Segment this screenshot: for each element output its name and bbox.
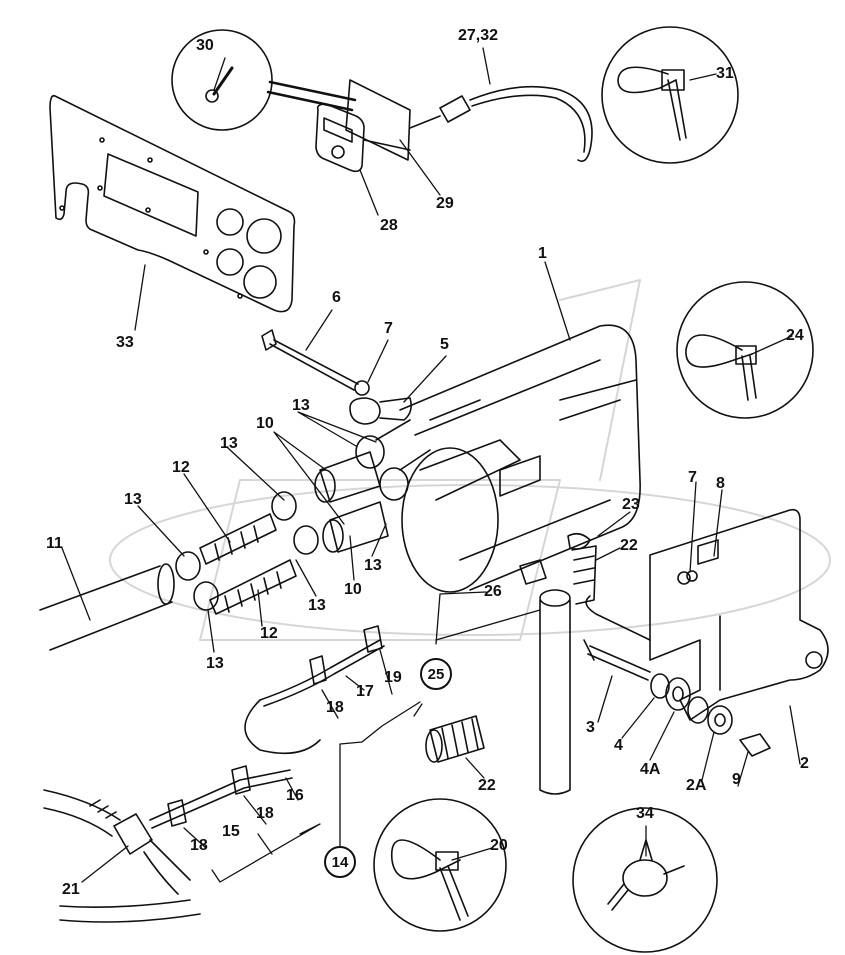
callout-10-lower: 10 [344, 581, 362, 598]
callout-27-32: 27,32 [458, 27, 499, 44]
heater-body [399, 324, 641, 593]
callout-4A: 4A [640, 761, 661, 778]
callout-8: 8 [716, 475, 725, 492]
callout-28: 28 [380, 217, 398, 234]
mounting-plate [49, 94, 296, 313]
fuel-fitting [43, 789, 201, 923]
callout-7-bracket: 7 [688, 469, 697, 486]
fuel-line-lower [149, 765, 293, 829]
callout-31: 31 [716, 65, 734, 82]
callout-15: 15 [222, 823, 240, 840]
valve-inset-34 [572, 807, 718, 953]
callout-3: 3 [586, 719, 595, 736]
callout-18-c: 18 [190, 837, 208, 854]
callout-29: 29 [436, 195, 454, 212]
screw-inset [171, 29, 357, 131]
hose-connectors [271, 419, 431, 555]
callout-34: 34 [636, 805, 654, 822]
callout-30: 30 [196, 37, 214, 54]
callout-2: 2 [800, 755, 809, 772]
callout-22-lower: 22 [478, 777, 496, 794]
fuel-line-upper [244, 625, 385, 755]
callout-23: 23 [622, 496, 640, 513]
callout-33: 33 [116, 334, 134, 351]
callout-7-upper: 7 [384, 320, 393, 337]
callout-2A: 2A [686, 777, 707, 794]
main-hose [39, 563, 175, 651]
callout-12-lower: 12 [260, 625, 278, 642]
leader-lines [61, 47, 801, 883]
callout-9: 9 [732, 771, 741, 788]
callout-13-c: 13 [124, 491, 142, 508]
cable-tie-inset-20 [373, 798, 507, 932]
callout-13-f: 13 [206, 655, 224, 672]
callout-18-a: 18 [326, 699, 344, 716]
callout-4: 4 [614, 737, 623, 754]
callout-25: 25 [420, 658, 452, 690]
callout-13-a: 13 [292, 397, 310, 414]
callout-26: 26 [484, 583, 502, 600]
callout-13-b: 13 [220, 435, 238, 452]
callout-16: 16 [286, 787, 304, 804]
callout-22-upper: 22 [620, 537, 638, 554]
callout-10-upper: 10 [256, 415, 274, 432]
bolt-and-clamp [261, 329, 412, 425]
cable-tie-inset-31 [601, 26, 739, 164]
callout-18-b: 18 [256, 805, 274, 822]
callout-11: 11 [46, 535, 63, 552]
timer-controller [315, 79, 411, 173]
callout-21: 21 [62, 881, 80, 898]
watermark [109, 279, 831, 641]
callout-19: 19 [384, 669, 402, 686]
callout-24: 24 [786, 327, 804, 344]
exhaust-parts [425, 532, 597, 795]
corrugated-fittings [175, 513, 297, 615]
callout-13-d: 13 [364, 557, 382, 574]
mounting-bracket [585, 508, 829, 721]
callout-1: 1 [538, 245, 547, 262]
callout-14: 14 [324, 846, 356, 878]
callout-5: 5 [440, 336, 449, 353]
callout-13-e: 13 [308, 597, 326, 614]
callout-17: 17 [356, 683, 374, 700]
wiring-harness [409, 85, 593, 163]
callout-12-upper: 12 [172, 459, 190, 476]
cable-tie-inset-24 [676, 281, 814, 419]
callout-6: 6 [332, 289, 341, 306]
callout-20: 20 [490, 837, 508, 854]
fastener-hardware [583, 639, 771, 757]
